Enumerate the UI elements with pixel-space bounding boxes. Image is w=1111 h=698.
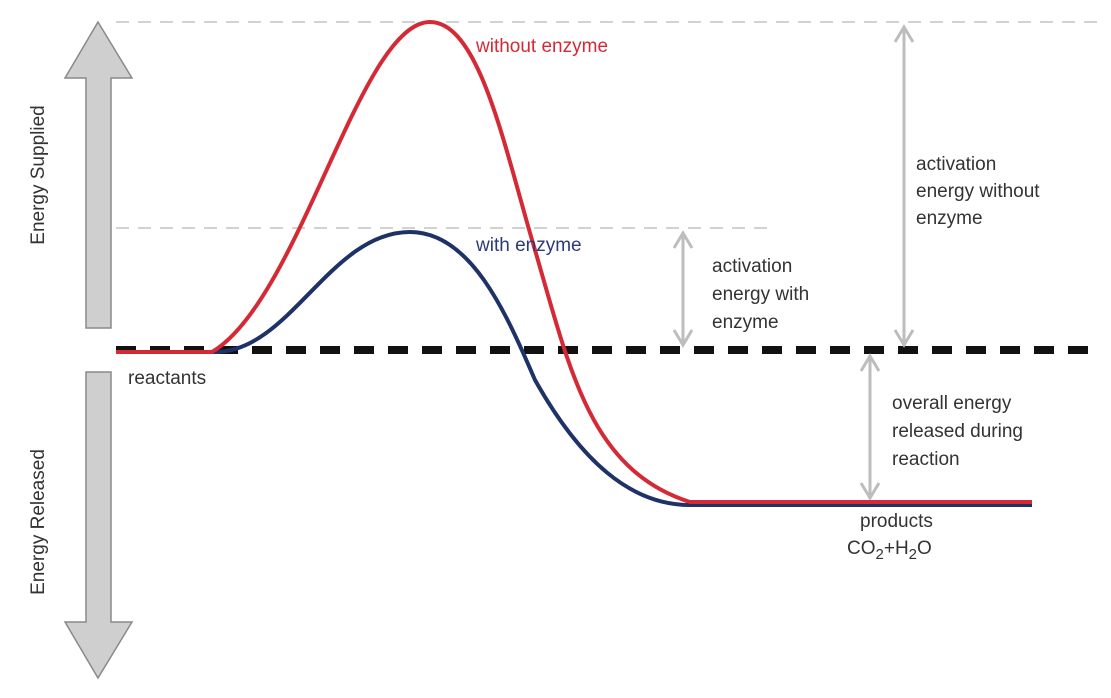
activation-with-text: activation energy with enzyme [712,256,814,333]
energy-supplied-label: Energy Supplied [28,105,49,244]
energy-released-label: Energy Released [28,449,49,595]
products-formula: CO2+H2O [847,538,932,563]
without-enzyme-curve [116,19,1032,504]
energy-supplied-arrow [63,20,134,329]
reactants-label: reactants [128,368,206,389]
overall-energy-text: overall energy released during reaction [892,393,1028,470]
with-enzyme-label: with enzyme [475,235,582,256]
without-enzyme-label: without enzyme [475,36,608,57]
overall-energy-arrow [859,353,881,501]
activation-without-text: activation energy without enzyme [916,154,1045,229]
products-label: products [860,511,933,532]
activation-without-arrow [893,24,915,348]
activation-with-arrow [672,230,694,348]
energy-released-arrow [63,371,134,680]
with-enzyme-curve [116,229,1032,507]
